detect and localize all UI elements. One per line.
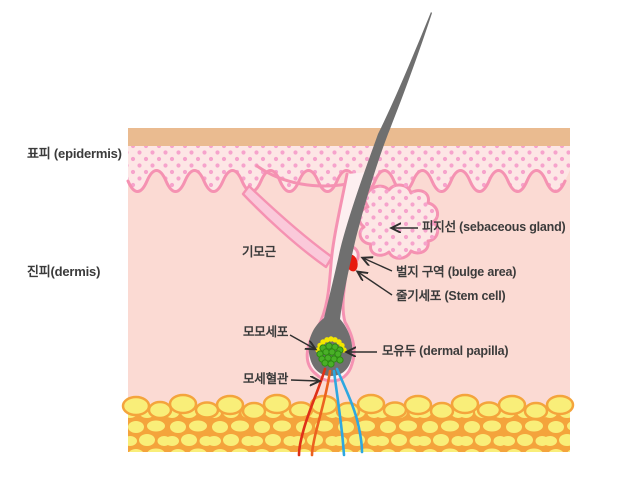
hair-matrix-label: 모모세포	[243, 325, 289, 339]
stem-cell-label: 줄기세포 (Stem cell)	[396, 289, 506, 303]
capillary-orange	[310, 369, 332, 457]
dermis-label: 진피(dermis)	[27, 264, 101, 279]
annotation-arrows	[289, 228, 418, 381]
arrector-pili-label: 기모근	[242, 245, 276, 259]
stem-cell-arrow	[358, 272, 393, 296]
bulge-area-arrow	[363, 258, 393, 272]
dermal-papilla-label: 모유두 (dermal papilla)	[382, 344, 509, 358]
epidermis-dermis-boundary	[126, 169, 567, 193]
hair-shaft	[308, 12, 432, 376]
capillary-blue-inner	[332, 369, 346, 457]
epidermis-label: 표피 (epidermis)	[27, 146, 122, 161]
skin-surface-layer	[128, 128, 570, 147]
capillary-vessels	[297, 367, 364, 457]
capillary-arrow	[290, 380, 319, 381]
hair-matrix-arrow	[289, 334, 315, 349]
bulge-area-label: 벌지 구역 (bulge area)	[396, 265, 517, 279]
capillary-blue-outer	[335, 367, 364, 454]
capillary-red	[297, 367, 327, 457]
dermal-ridge-line	[255, 164, 349, 188]
dermal-papilla-cells	[316, 342, 344, 368]
sebaceous-gland-label: 피지선 (sebaceous gland)	[422, 220, 566, 234]
fat-layer	[121, 393, 575, 452]
arrector-pili-muscle-shape	[241, 184, 334, 269]
capillary-label: 모세혈관	[243, 372, 289, 386]
